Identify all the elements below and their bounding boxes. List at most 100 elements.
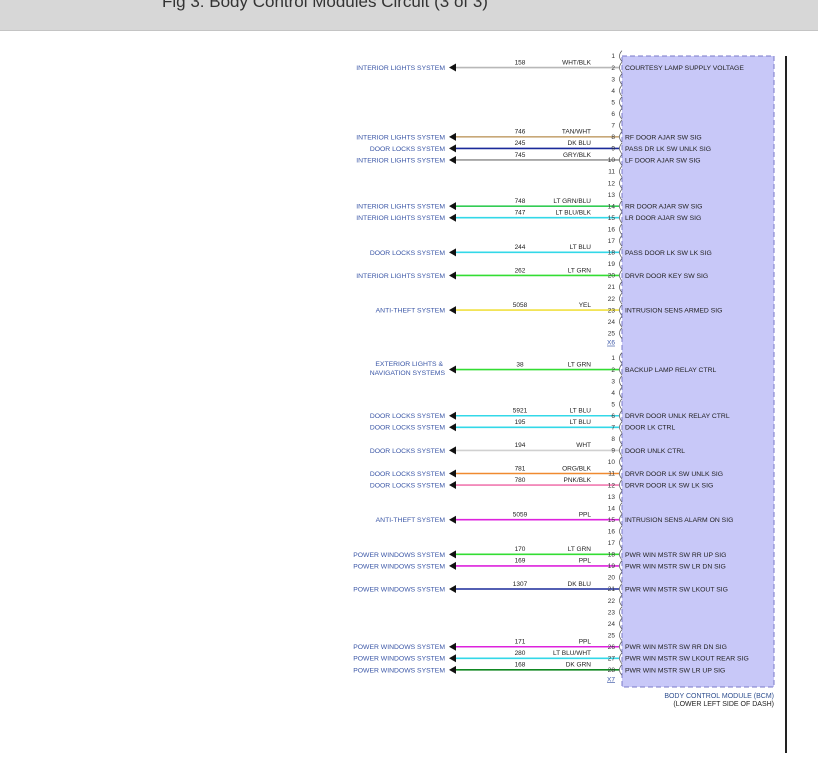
pin-arc: [619, 363, 623, 376]
arrow-icon: [449, 515, 456, 524]
wire-color-label: LT BLU: [570, 408, 592, 415]
pin-number: 8: [611, 134, 615, 141]
pin-number: 2: [611, 65, 615, 72]
wire-color-label: LT GRN/BLU: [553, 198, 591, 205]
pin-arc: [619, 142, 623, 155]
pin-arc: [619, 387, 623, 399]
wire-color-label: PPL: [579, 558, 592, 565]
pin-arc: [619, 327, 623, 339]
wire-color-label: ORG/BLK: [562, 465, 592, 472]
system-label[interactable]: INTERIOR LIGHTS SYSTEM: [356, 215, 445, 222]
circuit-number: 1307: [513, 581, 528, 588]
system-label[interactable]: ANTI-THEFT SYSTEM: [376, 308, 446, 315]
wire-color-label: DK GRN: [566, 662, 592, 669]
pin-number: 9: [611, 146, 615, 153]
system-label[interactable]: EXTERIOR LIGHTS &: [375, 361, 443, 368]
pin-arc: [619, 502, 623, 514]
pin-arc: [619, 281, 623, 293]
connector-id[interactable]: X6: [607, 340, 615, 347]
module-location-label: (LOWER LEFT SIDE OF DASH): [673, 701, 774, 708]
pin-number: 4: [611, 390, 615, 397]
pin-number: 14: [608, 505, 616, 512]
system-label[interactable]: INTERIOR LIGHTS SYSTEM: [356, 65, 445, 72]
circuit-number: 5059: [513, 512, 528, 519]
circuit-number: 38: [516, 361, 524, 368]
pin-number: 23: [608, 609, 616, 616]
system-label[interactable]: INTERIOR LIGHTS SYSTEM: [356, 204, 445, 211]
system-label[interactable]: DOOR LOCKS SYSTEM: [370, 250, 445, 257]
pin-number: 27: [608, 656, 616, 663]
system-label[interactable]: DOOR LOCKS SYSTEM: [370, 482, 445, 489]
pin-arc: [619, 246, 623, 258]
circuit-number: 781: [515, 465, 526, 472]
system-label[interactable]: INTERIOR LIGHTS SYSTEM: [356, 273, 445, 280]
page-header: Fig 3: Body Control Modules Circuit (3 o…: [0, 0, 818, 31]
pin-number: 9: [611, 448, 615, 455]
circuit-number: 171: [515, 639, 526, 646]
arrow-icon: [449, 481, 456, 490]
pin-arc: [619, 200, 623, 212]
system-label[interactable]: NAVIGATION SYSTEMS: [370, 370, 446, 377]
circuit-number: 745: [515, 152, 526, 159]
wire-color-label: LT BLU: [570, 244, 592, 251]
circuit-number: 158: [515, 59, 526, 66]
arrow-icon: [449, 561, 456, 570]
connector-id[interactable]: X7: [607, 676, 615, 683]
system-label[interactable]: POWER WINDOWS SYSTEM: [353, 644, 445, 651]
pin-arc: [619, 165, 623, 178]
pin-number: 19: [608, 261, 616, 268]
signal-label: PASS DOOR LK SW LK SIG: [625, 250, 712, 257]
signal-label: DOOR UNLK CTRL: [625, 448, 685, 455]
arrow-icon: [449, 585, 456, 593]
signal-label: LF DOOR AJAR SW SIG: [625, 157, 701, 164]
circuit-number: 169: [515, 558, 526, 565]
pin-number: 7: [611, 123, 615, 130]
pin-number: 1: [611, 355, 615, 362]
circuit-number: 195: [515, 419, 526, 426]
wire-color-label: LT BLU/WHT: [553, 650, 591, 657]
system-label[interactable]: POWER WINDOWS SYSTEM: [353, 586, 445, 593]
wire-color-label: PNK/BLK: [564, 477, 592, 484]
system-label[interactable]: ANTI-THEFT SYSTEM: [376, 517, 446, 524]
system-label[interactable]: DOOR LOCKS SYSTEM: [370, 146, 445, 153]
pin-arc: [619, 421, 623, 433]
signal-label: RR DOOR AJAR SW SIG: [625, 204, 702, 211]
arrow-icon: [449, 155, 456, 164]
pin-arc: [619, 664, 623, 676]
system-label[interactable]: DOOR LOCKS SYSTEM: [370, 471, 445, 478]
system-label[interactable]: POWER WINDOWS SYSTEM: [353, 667, 445, 674]
pin-arc: [619, 223, 623, 235]
system-label[interactable]: DOOR LOCKS SYSTEM: [370, 413, 445, 420]
wire-color-label: DK BLU: [568, 581, 592, 588]
pin-number: 5: [611, 99, 615, 106]
pin-number: 11: [608, 169, 615, 176]
pin-number: 7: [611, 425, 615, 432]
circuit-number: 280: [515, 650, 526, 657]
pin-arc: [619, 398, 623, 410]
pin-number: 13: [608, 192, 616, 199]
system-label[interactable]: POWER WINDOWS SYSTEM: [353, 656, 445, 663]
arrow-icon: [449, 144, 456, 153]
pin-number: 28: [608, 667, 616, 674]
system-label[interactable]: POWER WINDOWS SYSTEM: [353, 563, 445, 570]
signal-label: PWR WIN MSTR SW RR DN SIG: [625, 644, 727, 651]
system-label[interactable]: DOOR LOCKS SYSTEM: [370, 448, 445, 455]
pin-number: 25: [608, 632, 616, 639]
system-label[interactable]: INTERIOR LIGHTS SYSTEM: [356, 157, 445, 164]
system-label[interactable]: DOOR LOCKS SYSTEM: [370, 425, 445, 432]
arrow-icon: [449, 213, 456, 222]
arrow-icon: [449, 202, 456, 211]
system-label[interactable]: POWER WINDOWS SYSTEM: [353, 552, 445, 559]
signal-label: PASS DR LK SW UNLK SIG: [625, 146, 711, 153]
pin-arc: [619, 235, 623, 247]
pin-number: 4: [611, 88, 615, 95]
pin-arc: [619, 456, 623, 468]
circuit-number: 748: [515, 198, 526, 205]
pin-arc: [619, 641, 623, 653]
pin-number: 1: [611, 53, 615, 60]
wire-color-label: LT BLU/BLK: [555, 210, 591, 217]
pin-number: 15: [608, 517, 616, 524]
system-label[interactable]: INTERIOR LIGHTS SYSTEM: [356, 134, 445, 141]
pin-number: 22: [608, 296, 616, 303]
